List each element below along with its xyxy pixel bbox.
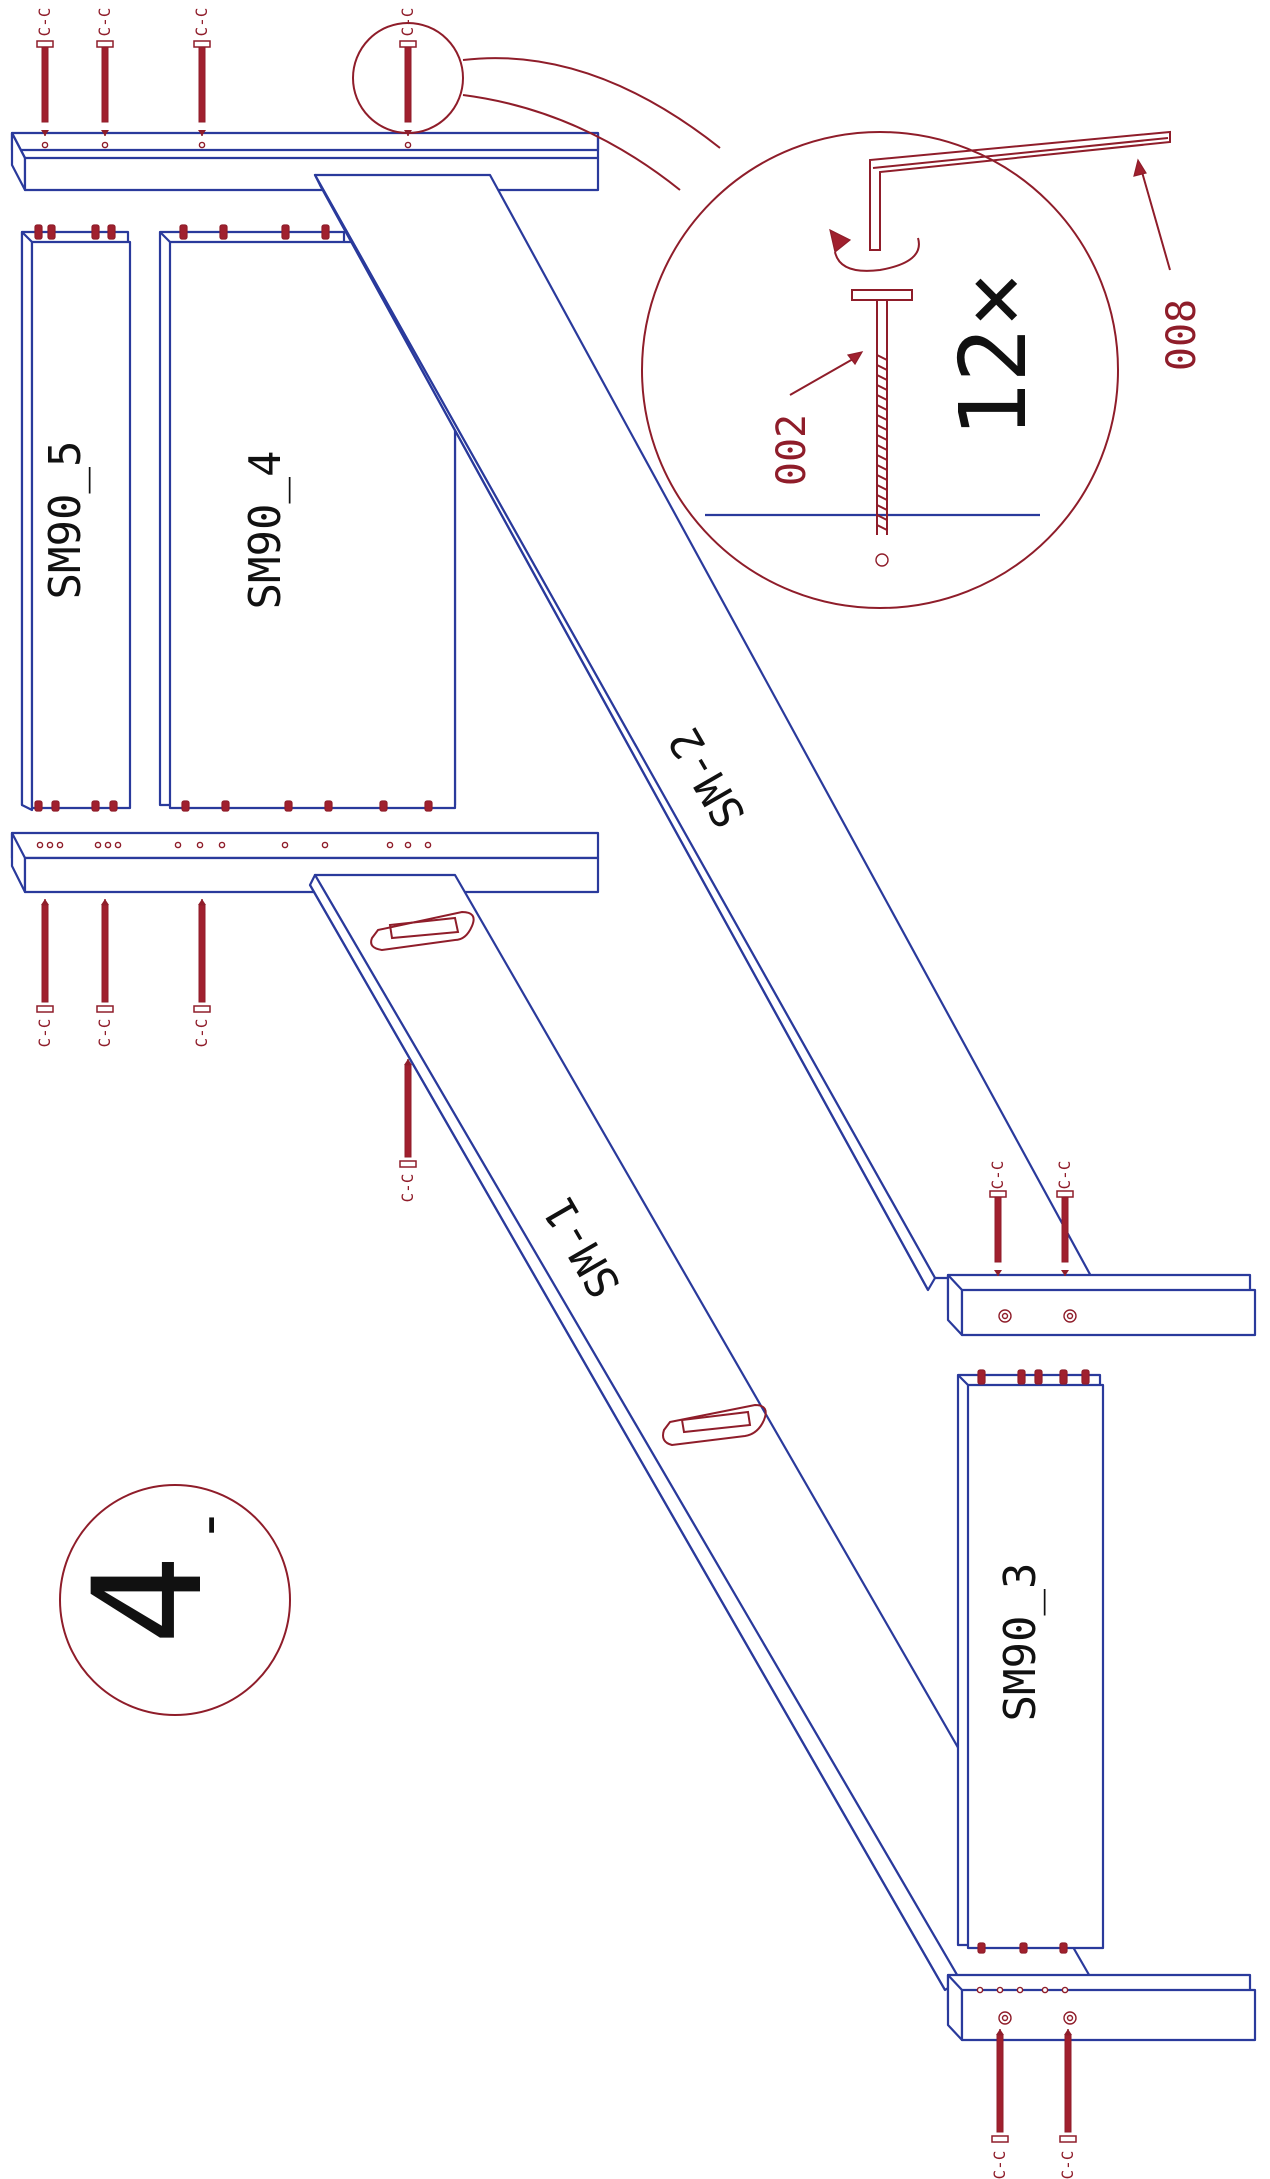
detail-screw bbox=[851, 289, 913, 567]
rail-sm-1: SM-1 bbox=[308, 873, 1094, 1992]
cam-slot-bottom bbox=[662, 1403, 767, 1447]
panel-label-sm90-5: SM90_5 bbox=[40, 441, 91, 600]
screw-cc: C-C bbox=[398, 1059, 417, 1202]
screw-cc: C-C bbox=[95, 899, 114, 1047]
detail-callout: 002 008 12× bbox=[352, 22, 1205, 609]
screw-group: C-C C-C C-C C-C C-C C-C C-C C-C C-C C-C C-C C-C bbox=[35, 8, 1077, 2179]
step-number: 4 bbox=[62, 1555, 236, 1645]
screw-cc: C-C bbox=[35, 899, 54, 1047]
screw-cc: C-C bbox=[1055, 1161, 1074, 1276]
panel-end-pins bbox=[34, 224, 433, 812]
screw-label: C-C bbox=[35, 8, 54, 37]
panel-label-sm90-3: SM90_3 bbox=[995, 1563, 1046, 1722]
step-badge: 4 - bbox=[59, 1484, 291, 1716]
part-number-002: 002 bbox=[769, 414, 815, 486]
screw-label: C-C bbox=[398, 1174, 417, 1203]
screw-cc: C-C bbox=[192, 8, 211, 136]
screw-label: C-C bbox=[398, 8, 417, 37]
step-suffix: - bbox=[173, 1507, 243, 1543]
frame-beam-right-top bbox=[946, 1273, 1257, 1337]
detail-allen-key bbox=[829, 130, 1171, 272]
screw-label: C-C bbox=[95, 8, 114, 37]
screw-label: C-C bbox=[35, 1019, 54, 1048]
part-number-008: 008 bbox=[1159, 299, 1205, 371]
rail-sm-2: SM-2 bbox=[313, 173, 1094, 1292]
screw-cc: C-C bbox=[95, 8, 114, 136]
screw-cc: C-C bbox=[192, 899, 211, 1047]
frame-beam-right-bottom bbox=[946, 1973, 1257, 2042]
frame-beam-top bbox=[10, 131, 600, 192]
screw-cc: C-C bbox=[398, 8, 417, 136]
screw-label: C-C bbox=[1058, 2151, 1077, 2179]
screw-cc: C-C bbox=[988, 1161, 1007, 1276]
screw-label: C-C bbox=[95, 1019, 114, 1048]
screw-cc: C-C bbox=[1058, 2029, 1077, 2179]
screw-cc: C-C bbox=[35, 8, 54, 136]
screw-label: C-C bbox=[192, 8, 211, 37]
panel-label-sm90-4: SM90_4 bbox=[240, 451, 291, 610]
beam-holes bbox=[36, 141, 432, 849]
screw-label: C-C bbox=[1055, 1161, 1074, 1190]
panel-sm90-5: SM90_5 bbox=[20, 230, 132, 812]
screw-label: C-C bbox=[192, 1019, 211, 1048]
quantity-label: 12× bbox=[940, 272, 1047, 438]
screw-cc: C-C bbox=[990, 2029, 1009, 2179]
cam-slot-top bbox=[370, 910, 475, 952]
panel-sm90-3: SM90_3 bbox=[956, 1369, 1105, 1954]
screw-label: C-C bbox=[988, 1161, 1007, 1190]
screw-label: C-C bbox=[990, 2151, 1009, 2179]
frame-beam-bottom bbox=[10, 831, 600, 894]
